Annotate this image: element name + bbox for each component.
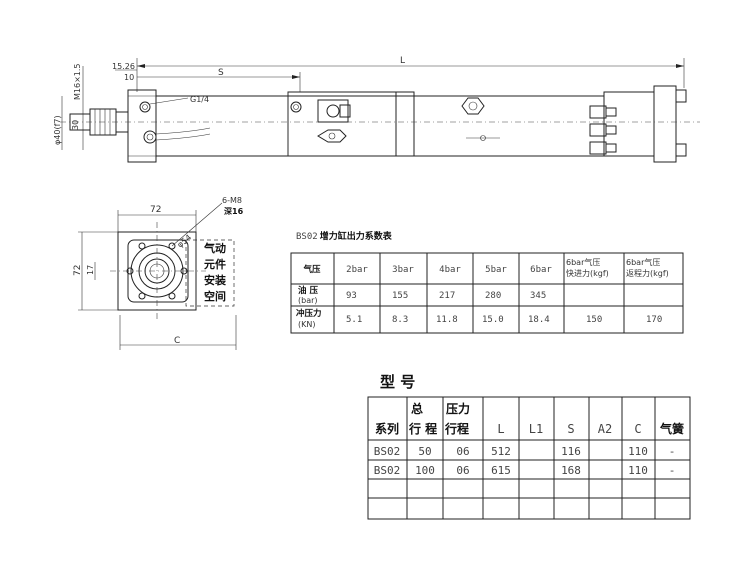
note-line-2: 元件 (204, 257, 226, 271)
mt-r0-c3: 512 (491, 445, 511, 458)
force-table-title-prefix: BS02 (296, 232, 318, 242)
mt-r0-c5: 116 (561, 445, 581, 458)
ft-header-4: 5bar (485, 265, 507, 275)
end-dim-17: 17 (86, 265, 95, 275)
end-dim-c: C (174, 336, 180, 346)
mt-header-0: 系列 (375, 421, 399, 436)
ft-r1-v2: 11.8 (436, 315, 458, 325)
ft-row-0-label-2: (bar) (298, 296, 318, 305)
side-view: L S 15.26 10 M16×1.5 φ40(f7) 30 (53, 56, 700, 163)
mt-r0-c1: 50 (418, 445, 431, 458)
end-view: 72 72 17 C 6-M8 深16 φ54 (73, 196, 244, 350)
model-table: 型 号 系列 总 行 程 压力 行程 L L1 S A2 C 气簧 BS02 5… (367, 373, 691, 520)
dim-30: 30 (71, 120, 80, 130)
ft-row-1-label-1: 冲压力 (296, 308, 322, 319)
ft-row-1-label-2: (KN) (298, 320, 315, 329)
ft-r1-v0: 5.1 (346, 315, 362, 325)
ft-header-7-line2: 返程力(kgf) (626, 268, 669, 278)
end-dim-left: 72 (73, 265, 83, 276)
note-line-4: 空间 (204, 289, 226, 303)
port-label: G1/4 (190, 95, 209, 104)
mt-header-4: L1 (529, 422, 543, 436)
mt-r1-c2: 06 (456, 464, 469, 477)
mt-r1-c1: 100 (415, 464, 435, 477)
mt-r0-c8: - (669, 445, 676, 458)
note-line-3: 安装 (204, 273, 226, 287)
dim-10: 10 (124, 73, 134, 82)
mt-header-1-line1: 总 (411, 401, 423, 416)
ft-header-3: 4bar (439, 265, 461, 275)
end-bolt-label: 6-M8 (222, 196, 242, 205)
ft-r1-v6: 170 (646, 315, 662, 325)
end-dia-label: φ54 (176, 233, 194, 250)
mt-header-6: A2 (598, 422, 612, 436)
mt-r0-c2: 06 (456, 445, 469, 458)
ft-r0-v1: 155 (392, 291, 408, 301)
ft-header-1: 2bar (346, 265, 368, 275)
ft-r0-v3: 280 (485, 291, 501, 301)
ft-header-5: 6bar (530, 265, 552, 275)
mt-r1-c7: 110 (628, 464, 648, 477)
dim-15-26: 15.26 (112, 62, 135, 71)
mt-header-5: S (567, 422, 574, 436)
mt-header-2-line2: 行程 (444, 421, 469, 436)
ft-r0-v0: 93 (346, 291, 357, 301)
ft-r1-v1: 8.3 (392, 315, 408, 325)
model-table-title: 型 号 (380, 373, 415, 391)
ft-header-6-line2: 快进力(kgf) (566, 268, 609, 278)
mt-header-8: 气簧 (659, 421, 684, 436)
dim-m16: M16×1.5 (73, 63, 82, 100)
ft-r1-v5: 150 (586, 315, 602, 325)
dim-L: L (400, 56, 405, 66)
dim-S: S (218, 68, 224, 78)
ft-r0-v2: 217 (439, 291, 455, 301)
ft-header-0: 气压 (302, 264, 321, 275)
mt-r0-c7: 110 (628, 445, 648, 458)
end-depth-label: 深16 (224, 206, 244, 216)
end-dim-top: 72 (150, 205, 161, 215)
mt-r1-c0: BS02 (374, 464, 401, 477)
mt-r1-c5: 168 (561, 464, 581, 477)
mt-header-7: C (634, 422, 641, 436)
force-table-title-text: 增力缸出力系数表 (320, 230, 393, 242)
ft-header-6-line1: 6bar气压 (566, 257, 600, 267)
mt-r1-c3: 615 (491, 464, 511, 477)
mt-header-1-line2: 行 程 (408, 421, 437, 436)
ft-r1-v4: 18.4 (528, 315, 550, 325)
mt-header-3: L (497, 422, 504, 436)
note-line-1: 气动 (203, 241, 226, 255)
mt-header-2-line1: 压力 (446, 401, 470, 416)
ft-header-7-line1: 6bar气压 (626, 257, 660, 267)
ft-row-0-label-1: 油 压 (298, 285, 318, 296)
mt-r0-c0: BS02 (374, 445, 401, 458)
mt-r1-c8: - (669, 464, 676, 477)
ft-header-2: 3bar (392, 265, 414, 275)
dim-d40: φ40(f7) (53, 115, 62, 145)
ft-r0-v4: 345 (530, 291, 546, 301)
ft-r1-v3: 15.0 (482, 315, 504, 325)
